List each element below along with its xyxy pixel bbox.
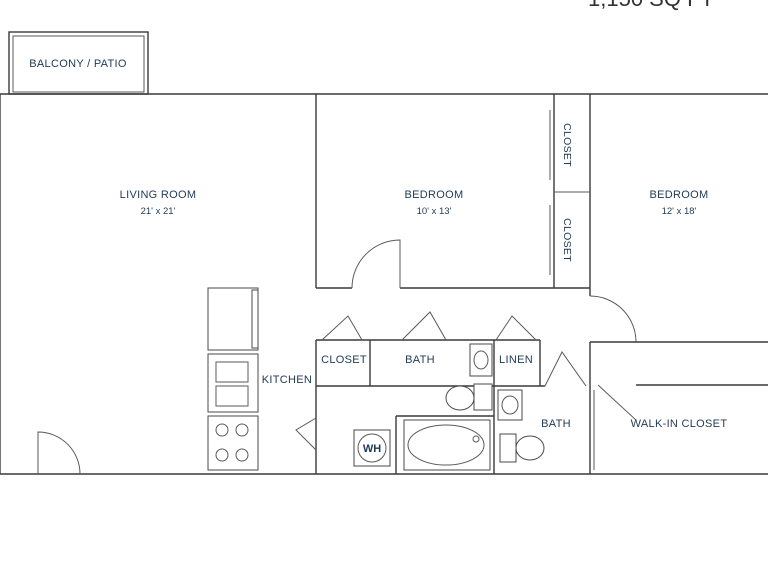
bath-1-label: BATH — [405, 354, 435, 366]
refrigerator — [207, 287, 259, 351]
closet-lower-label: CLOSET — [561, 218, 573, 262]
water-heater: WH — [353, 429, 391, 467]
hall-closet-label: CLOSET — [321, 354, 367, 366]
bathtub — [403, 419, 491, 471]
stove — [207, 415, 259, 471]
entry-door — [37, 431, 81, 475]
square-footage-cut-text: 1,150 SQ FT — [588, 0, 714, 11]
bedroom-1-dimensions: 10' x 13' — [417, 206, 452, 217]
living-room-label: LIVING ROOM — [120, 189, 197, 201]
walk-in-closet-label: WALK-IN CLOSET — [631, 418, 728, 430]
bath-1-toilet — [445, 385, 475, 411]
bedroom-2-dimensions: 12' x 18' — [662, 206, 697, 217]
kitchen-appliances — [207, 287, 259, 471]
bath-2-fixtures — [497, 389, 545, 463]
bedroom-1-label: BEDROOM — [405, 189, 464, 201]
bath-2-toilet-tank — [499, 433, 517, 463]
bath-1-toilet-tank — [473, 383, 493, 411]
core-block-walls — [295, 311, 587, 474]
bedroom-2-label: BEDROOM — [650, 189, 709, 201]
bath-2-toilet — [515, 435, 545, 461]
linen-label: LINEN — [499, 354, 533, 366]
bath-2-label: BATH — [541, 418, 571, 430]
closet-upper-label: CLOSET — [561, 123, 573, 167]
outer-walls — [0, 93, 768, 475]
bath-1-fixtures — [403, 343, 493, 471]
bath-1-sink — [469, 343, 493, 377]
bedroom-2-walls — [589, 295, 768, 474]
kitchen-label: KITCHEN — [262, 374, 312, 386]
balcony-label: BALCONY / PATIO — [29, 58, 127, 70]
bedroom-1-walls — [316, 94, 591, 296]
living-room-dimensions: 21' x 21' — [141, 206, 176, 217]
water-heater-label: WH — [363, 443, 381, 455]
